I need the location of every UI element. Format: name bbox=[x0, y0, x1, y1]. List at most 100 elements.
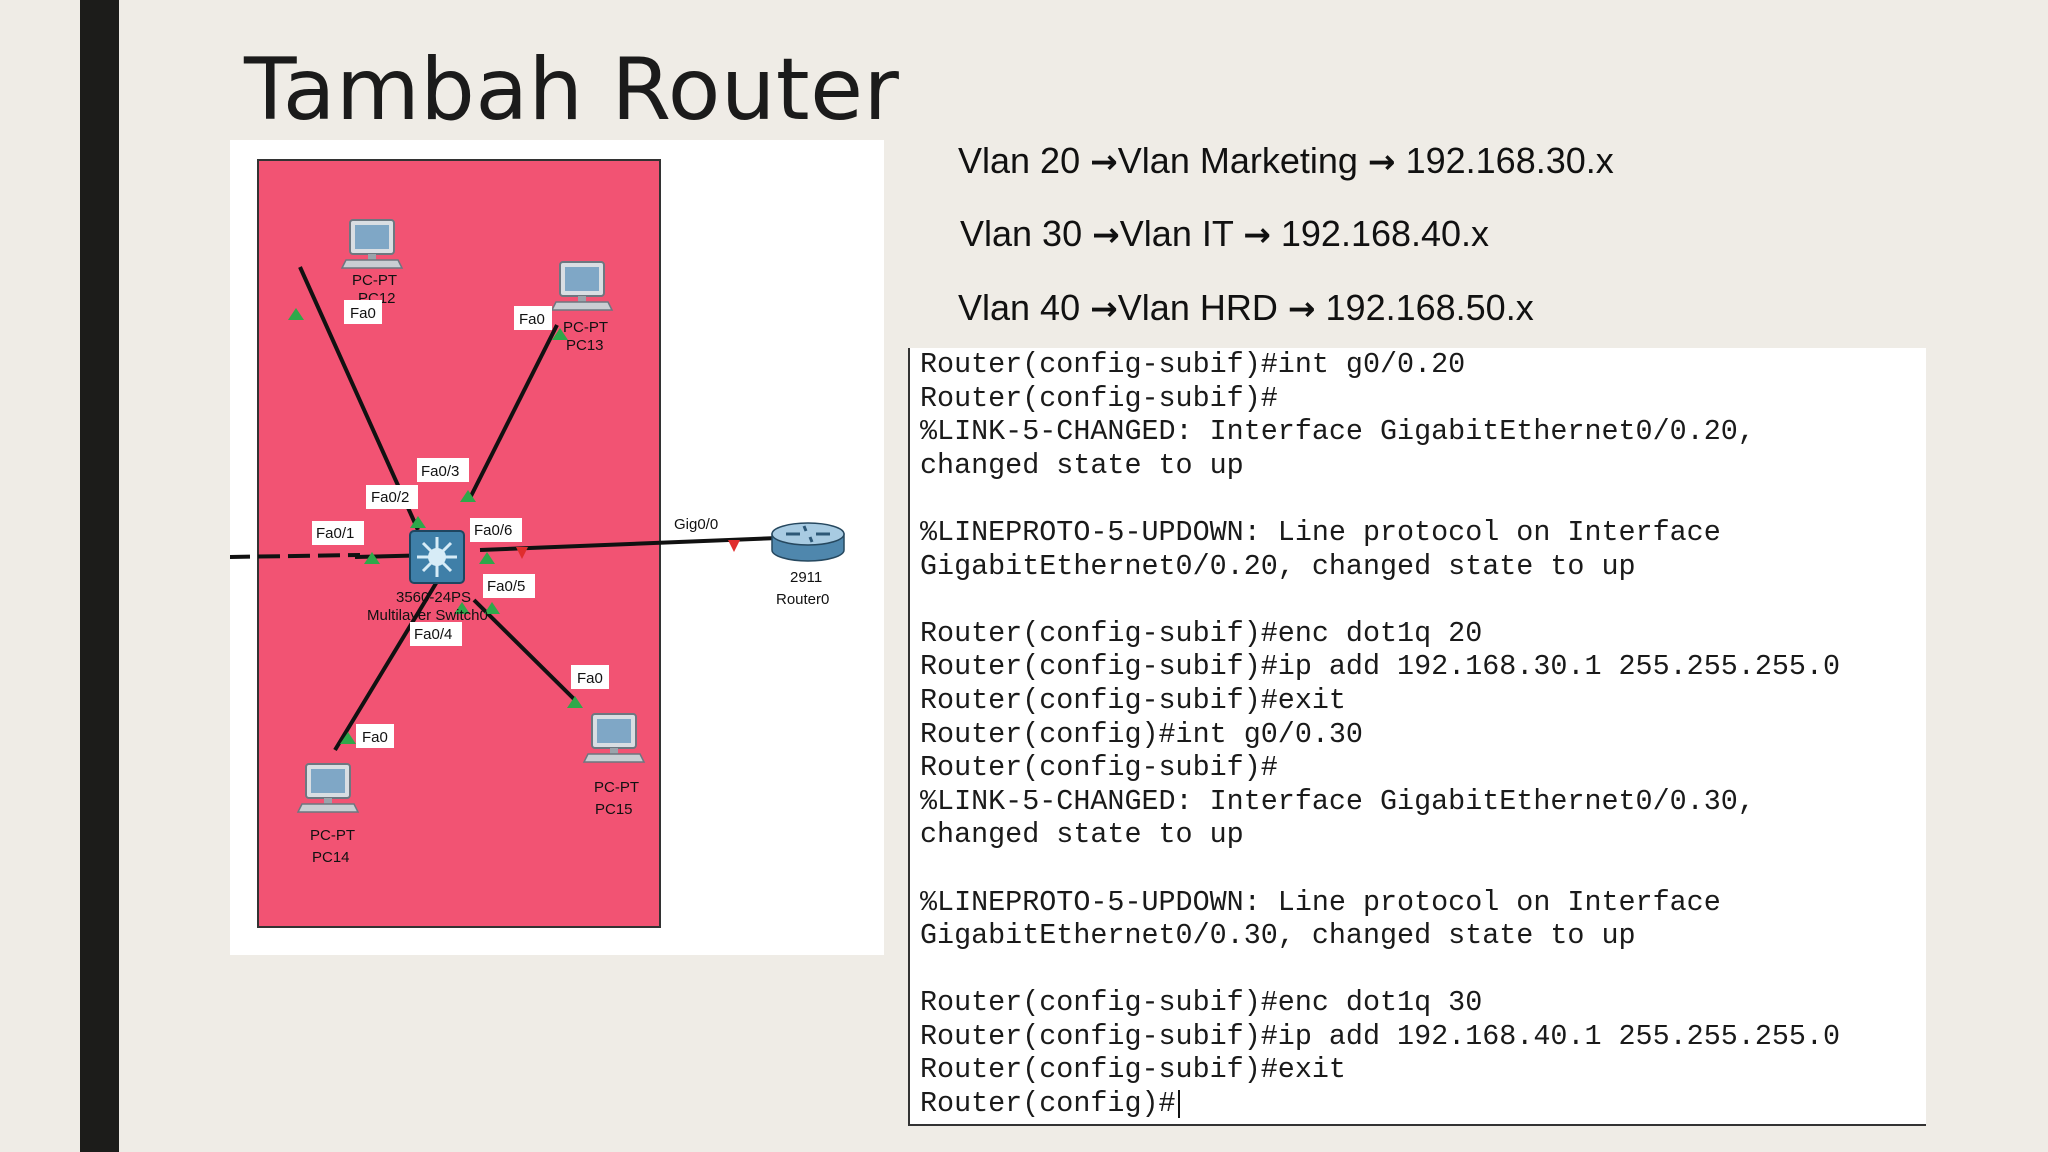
switch-fa05-label: Fa0/5 bbox=[487, 578, 525, 595]
switch-fa04-label: Fa0/4 bbox=[414, 626, 452, 643]
slide-title: Tambah Router bbox=[244, 40, 900, 140]
arrow-right-icon: → bbox=[1090, 289, 1118, 328]
terminal-prompt: Router(config)# bbox=[920, 1087, 1176, 1121]
link-down-indicator bbox=[516, 547, 528, 559]
terminal-line: Router(config-subif)#exit bbox=[920, 683, 1346, 717]
pc13-port-label: Fa0 bbox=[519, 311, 545, 328]
pc13-name-label: PC13 bbox=[566, 337, 604, 354]
port-label-box bbox=[571, 665, 609, 689]
port-label-box bbox=[312, 521, 364, 545]
link-up-indicator bbox=[567, 696, 583, 708]
cli-terminal[interactable]: Router(config-subif)#int g0/0.20 Router(… bbox=[908, 348, 1926, 1126]
vlan-network: 192.168.30.x bbox=[1405, 140, 1614, 181]
link-up-indicator bbox=[454, 602, 470, 614]
arrow-right-icon: → bbox=[1287, 289, 1316, 328]
pc14-port-label: Fa0 bbox=[362, 729, 388, 746]
terminal-line: changed state to up bbox=[920, 818, 1244, 852]
router-icon[interactable] bbox=[771, 522, 845, 562]
port-label-box bbox=[483, 574, 535, 598]
port-label-box bbox=[366, 485, 418, 509]
terminal-prompt-line[interactable]: Router(config)# bbox=[910, 1087, 1926, 1121]
switch-model-label: 3560-24PS bbox=[396, 589, 471, 606]
link-up-indicator bbox=[364, 552, 380, 564]
pc15-type-label: PC-PT bbox=[594, 779, 639, 796]
terminal-line bbox=[910, 953, 1926, 987]
terminal-line bbox=[910, 583, 1926, 617]
pc12-port-label: Fa0 bbox=[350, 305, 376, 322]
switch-name-label: Multilayer Switch0 bbox=[367, 607, 488, 624]
terminal-line: changed state to up bbox=[920, 448, 1244, 482]
terminal-line: %LINK-5-CHANGED: Interface GigabitEthern… bbox=[920, 415, 1755, 449]
router-gig00-label: Gig0/0 bbox=[674, 516, 718, 533]
terminal-line: Router(config-subif)# bbox=[920, 751, 1278, 785]
pc14-computer-icon[interactable] bbox=[297, 763, 359, 813]
pc15-computer-icon[interactable] bbox=[583, 713, 645, 763]
terminal-line: %LINEPROTO-5-UPDOWN: Line protocol on In… bbox=[920, 515, 1721, 549]
topology-panel: PC-PT PC12 PC-PT PC13 PC-PT PC14 PC-PT P… bbox=[230, 140, 884, 955]
terminal-line: Router(config-subif)# bbox=[920, 381, 1278, 415]
pc15-port-label: Fa0 bbox=[577, 670, 603, 687]
vlan-id: Vlan 40 bbox=[958, 287, 1081, 328]
terminal-line: %LINK-5-CHANGED: Interface GigabitEthern… bbox=[920, 784, 1755, 818]
pc13-computer-icon[interactable] bbox=[551, 261, 613, 311]
terminal-line bbox=[910, 852, 1926, 886]
link-up-indicator bbox=[484, 602, 500, 614]
terminal-line: Router(config)#int g0/0.30 bbox=[920, 717, 1363, 751]
vlan-line-20: Vlan 20 →Vlan Marketing → 192.168.30.x bbox=[958, 140, 1614, 182]
topology-diagram: PC-PT PC12 PC-PT PC13 PC-PT PC14 PC-PT P… bbox=[230, 159, 845, 928]
link-up-indicator bbox=[552, 328, 568, 340]
link-up-indicator bbox=[479, 552, 495, 564]
pc14-type-label: PC-PT bbox=[310, 827, 355, 844]
terminal-line: Router(config-subif)#int g0/0.20 bbox=[920, 348, 1466, 381]
arrow-right-icon: → bbox=[1243, 215, 1271, 254]
arrow-right-icon: → bbox=[1090, 142, 1118, 181]
multilayer-switch-icon[interactable] bbox=[409, 530, 465, 584]
link-pc15-fa05[interactable] bbox=[472, 598, 577, 702]
pc12-type-label: PC-PT bbox=[352, 272, 397, 289]
pc15-name-label: PC15 bbox=[595, 801, 633, 818]
slide-accent-bar bbox=[80, 0, 119, 1152]
vlan-line-40: Vlan 40 →Vlan HRD → 192.168.50.x bbox=[958, 287, 1534, 329]
router-model-label: 2911 bbox=[790, 569, 822, 586]
terminal-line: Router(config-subif)#enc dot1q 30 bbox=[920, 986, 1483, 1020]
vlan-line-30: Vlan 30 →Vlan IT → 192.168.40.x bbox=[960, 213, 1489, 255]
terminal-line: Router(config-subif)#enc dot1q 20 bbox=[920, 616, 1483, 650]
port-label-box bbox=[344, 300, 382, 324]
link-pc13-fa03[interactable] bbox=[468, 324, 559, 499]
link-up-indicator bbox=[460, 490, 476, 502]
vlan-network: 192.168.50.x bbox=[1325, 287, 1534, 328]
link-pc14-fa04[interactable] bbox=[333, 578, 440, 752]
terminal-line: GigabitEthernet0/0.20, changed state to … bbox=[920, 549, 1636, 583]
switch-fa02-label: Fa0/2 bbox=[371, 489, 409, 506]
port-label-box bbox=[514, 306, 552, 330]
link-down-indicator bbox=[728, 540, 740, 552]
vlan-name: Vlan IT bbox=[1119, 213, 1234, 254]
text-cursor bbox=[1177, 1089, 1180, 1118]
terminal-line: Router(config-subif)#exit bbox=[920, 1053, 1346, 1087]
port-label-box bbox=[356, 724, 394, 748]
link-up-indicator bbox=[340, 732, 356, 744]
vlan-id: Vlan 20 bbox=[958, 140, 1081, 181]
terminal-line: %LINEPROTO-5-UPDOWN: Line protocol on In… bbox=[920, 885, 1721, 919]
pc12-computer-icon[interactable] bbox=[341, 219, 403, 269]
vlan-name: Vlan Marketing bbox=[1117, 140, 1358, 181]
vlan-id: Vlan 30 bbox=[960, 213, 1083, 254]
pc13-type-label: PC-PT bbox=[563, 319, 608, 336]
port-label-box bbox=[410, 622, 462, 646]
arrow-right-icon: → bbox=[1367, 142, 1396, 181]
port-label-box bbox=[417, 458, 469, 482]
router-name-label: Router0 bbox=[776, 591, 829, 608]
terminal-line: Router(config-subif)#ip add 192.168.40.1… bbox=[920, 1019, 1841, 1053]
link-up-indicator bbox=[410, 516, 426, 528]
switch-fa01-label: Fa0/1 bbox=[316, 525, 354, 542]
vlan-name: Vlan HRD bbox=[1117, 287, 1278, 328]
vlan-network: 192.168.40.x bbox=[1280, 213, 1490, 254]
arrow-right-icon: → bbox=[1092, 215, 1120, 254]
switch-fa03-label: Fa0/3 bbox=[421, 463, 459, 480]
link-fa01-offscreen[interactable] bbox=[230, 553, 361, 559]
link-up-indicator bbox=[288, 308, 304, 320]
terminal-line: GigabitEthernet0/0.30, changed state to … bbox=[920, 919, 1636, 953]
pc14-name-label: PC14 bbox=[312, 849, 350, 866]
terminal-line bbox=[910, 482, 1926, 516]
port-label-box bbox=[470, 518, 522, 542]
